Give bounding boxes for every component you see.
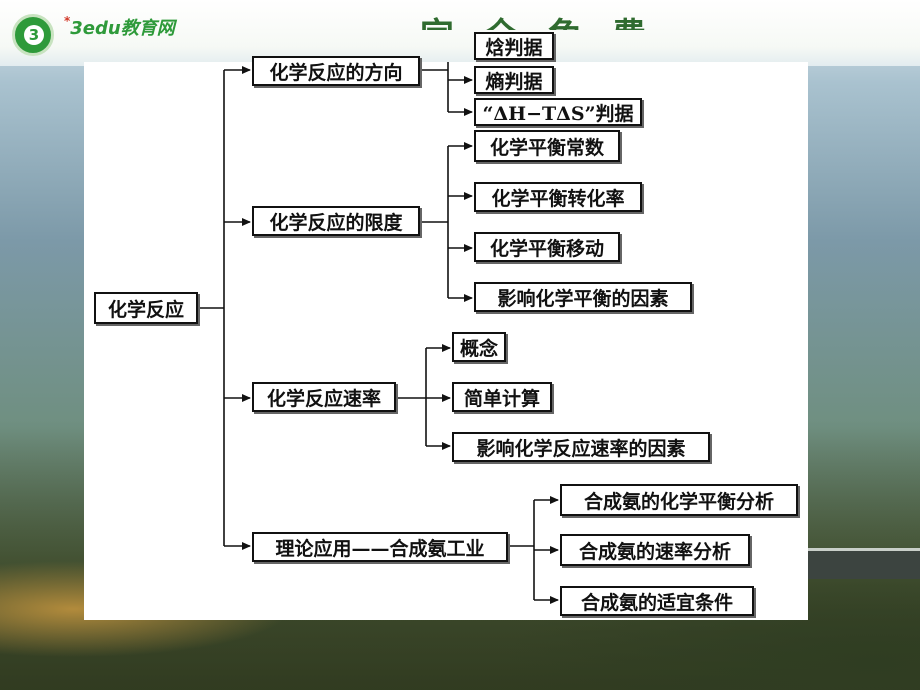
leaf-node-enthalpy: 焓判据: [474, 32, 554, 60]
leaf-node-equilibrium-shift: 化学平衡移动: [474, 232, 620, 262]
leaf-node-ammonia-rate: 合成氨的速率分析: [560, 534, 750, 566]
branch-node-application: 理论应用——合成氨工业: [252, 532, 508, 562]
leaf-node-equilibrium-factors: 影响化学平衡的因素: [474, 282, 692, 312]
logo-text: *3edu教育网: [64, 14, 175, 40]
logo-mark: 3: [24, 25, 44, 45]
roof-decoration: [808, 548, 920, 579]
leaf-node-ammonia-conditions: 合成氨的适宜条件: [560, 586, 754, 616]
branch-node-rate: 化学反应速率: [252, 382, 396, 412]
slogan-text: 完全免费: [420, 8, 676, 30]
leaf-node-concept: 概念: [452, 332, 506, 362]
page-header: 3 *3edu教育网 完全免费: [0, 0, 920, 66]
leaf-node-equilibrium-constant: 化学平衡常数: [474, 130, 620, 162]
leaf-node-entropy: 熵判据: [474, 66, 554, 94]
leaf-node-ammonia-equilibrium: 合成氨的化学平衡分析: [560, 484, 798, 516]
star-icon: *: [64, 14, 71, 28]
leaf-node-calculation: 简单计算: [452, 382, 552, 412]
header-slogan: 完全免费: [420, 4, 820, 30]
leaf-node-conversion-rate: 化学平衡转化率: [474, 182, 642, 212]
connector-lines: [198, 62, 559, 604]
branch-node-limit: 化学反应的限度: [252, 206, 420, 236]
leaf-node-gibbs: “ΔH−TΔS”判据: [474, 98, 642, 126]
concept-map-panel: 化学反应 化学反应的方向 焓判据 熵判据 “ΔH−TΔS”判据 化学反应的限度 …: [84, 32, 808, 620]
leaf-node-rate-factors: 影响化学反应速率的因素: [452, 432, 710, 462]
branch-node-direction: 化学反应的方向: [252, 56, 420, 86]
logo-icon: 3: [12, 14, 54, 56]
root-node: 化学反应: [94, 292, 198, 324]
logo-label: 3edu教育网: [70, 18, 175, 39]
